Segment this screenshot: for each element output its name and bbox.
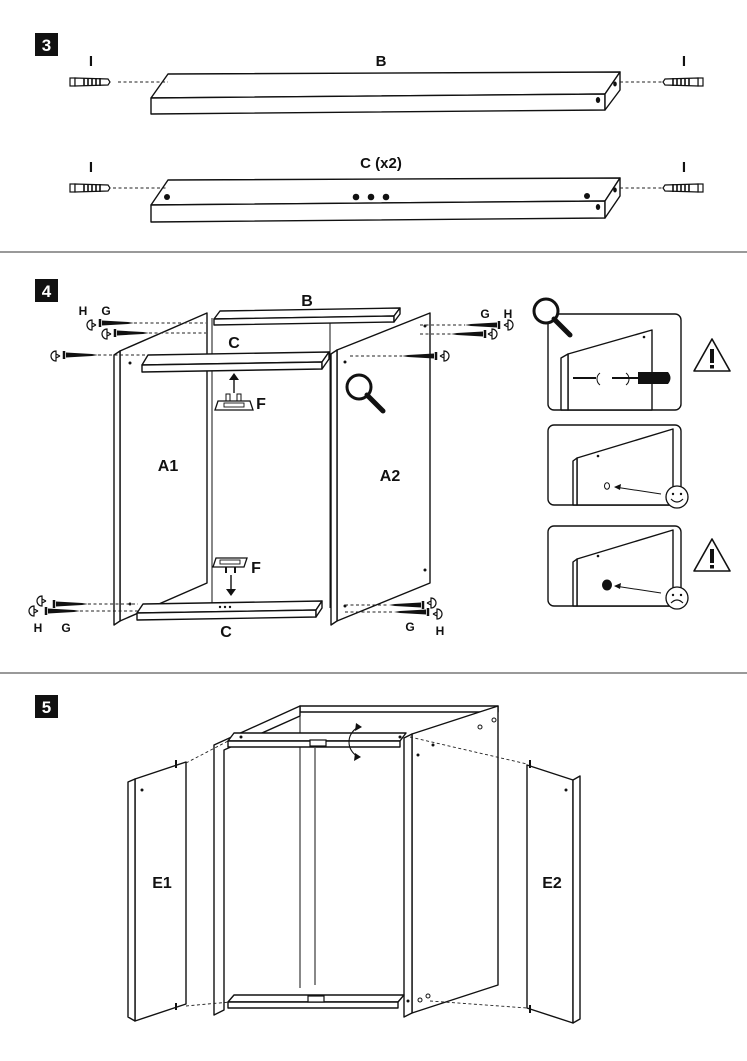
board-c-bottom — [136, 600, 323, 621]
board-b-label: B — [376, 53, 387, 70]
screw-label: G — [101, 304, 110, 318]
door-e1 — [127, 760, 187, 1022]
screw-label: G — [61, 621, 70, 635]
leg-f-top — [214, 373, 254, 411]
side-panel-a1 — [113, 312, 208, 626]
screw-label: G — [405, 620, 414, 634]
screw-cap-icon — [28, 605, 39, 617]
fastener-group-bottom-left — [28, 595, 138, 617]
door-e2 — [526, 760, 581, 1024]
step-4: 4 — [28, 279, 731, 641]
screw-cap-icon — [503, 319, 514, 331]
step-number-box — [35, 695, 58, 718]
screw-cap-icon — [101, 328, 112, 340]
screw-icon — [62, 349, 100, 361]
screw-cap-label: H — [79, 304, 88, 318]
step-number-box — [35, 33, 58, 56]
door-e2-label: E2 — [542, 875, 562, 892]
screw-icon — [113, 327, 151, 339]
board-c-label: C — [228, 335, 240, 352]
screw-icon — [387, 599, 425, 611]
rotate-arrow-icon — [348, 723, 362, 761]
smiley-happy-icon — [665, 485, 689, 509]
detail-box-3 — [547, 525, 689, 610]
step-3: 3 B I I C (x2) — [35, 33, 704, 223]
screwdriver-icon — [573, 372, 671, 386]
fastener-group-top-left — [50, 317, 206, 362]
board-b — [150, 71, 621, 115]
screw-label: G — [480, 307, 489, 321]
leg-f-label: F — [251, 560, 261, 577]
screw-icon — [98, 317, 136, 329]
dowel-icon — [69, 183, 111, 193]
screw-icon — [52, 598, 90, 610]
step-number: 3 — [42, 36, 51, 55]
screw-cap-icon — [439, 350, 450, 362]
screw-icon — [44, 605, 82, 617]
dowel-label: I — [682, 159, 686, 176]
dowel-icon — [662, 183, 704, 193]
screw-cap-label: H — [504, 307, 513, 321]
fastener-group-top-right — [350, 319, 514, 362]
screw-icon — [463, 319, 501, 331]
screw-icon — [449, 328, 487, 340]
screw-cap-icon — [50, 350, 61, 362]
board-c-top — [141, 351, 330, 373]
board-b — [213, 307, 401, 326]
screw-cap-icon — [86, 319, 97, 331]
leg-f-label: F — [256, 396, 266, 413]
screw-icon — [392, 606, 430, 618]
smiley-sad-icon — [665, 586, 689, 610]
panel-a1-label: A1 — [158, 458, 179, 475]
cabinet-body — [213, 705, 499, 1018]
board-c-label: C (x2) — [360, 155, 402, 172]
fastener-group-bottom-right — [345, 597, 443, 620]
board-c-label: C — [220, 624, 232, 641]
step-number: 4 — [42, 282, 52, 301]
screw-cap-label: H — [436, 624, 445, 638]
panel-a2-label: A2 — [380, 468, 401, 485]
dowel-icon — [662, 77, 704, 87]
dowel-label: I — [682, 53, 686, 70]
dowel-icon — [69, 77, 111, 87]
screw-cap-icon — [432, 608, 443, 620]
screw-cap-label: H — [34, 621, 43, 635]
step-number: 5 — [42, 698, 51, 717]
board-b-label: B — [301, 293, 313, 310]
screw-cap-icon — [487, 328, 498, 340]
door-e1-label: E1 — [152, 875, 172, 892]
dowel-label: I — [89, 159, 93, 176]
warning-icon — [693, 538, 731, 572]
screw-cap-icon — [36, 595, 47, 607]
screw-cap-icon — [426, 597, 437, 609]
dowel-label: I — [89, 53, 93, 70]
step-number-box — [35, 279, 58, 302]
leg-f-bottom — [212, 557, 248, 596]
step-5: 5 — [35, 695, 581, 1024]
warning-icon — [693, 338, 731, 372]
board-c — [150, 177, 621, 223]
hinge-leg-icon — [214, 393, 254, 411]
detail-box-2 — [547, 424, 689, 509]
detail-box-1 — [547, 313, 682, 411]
